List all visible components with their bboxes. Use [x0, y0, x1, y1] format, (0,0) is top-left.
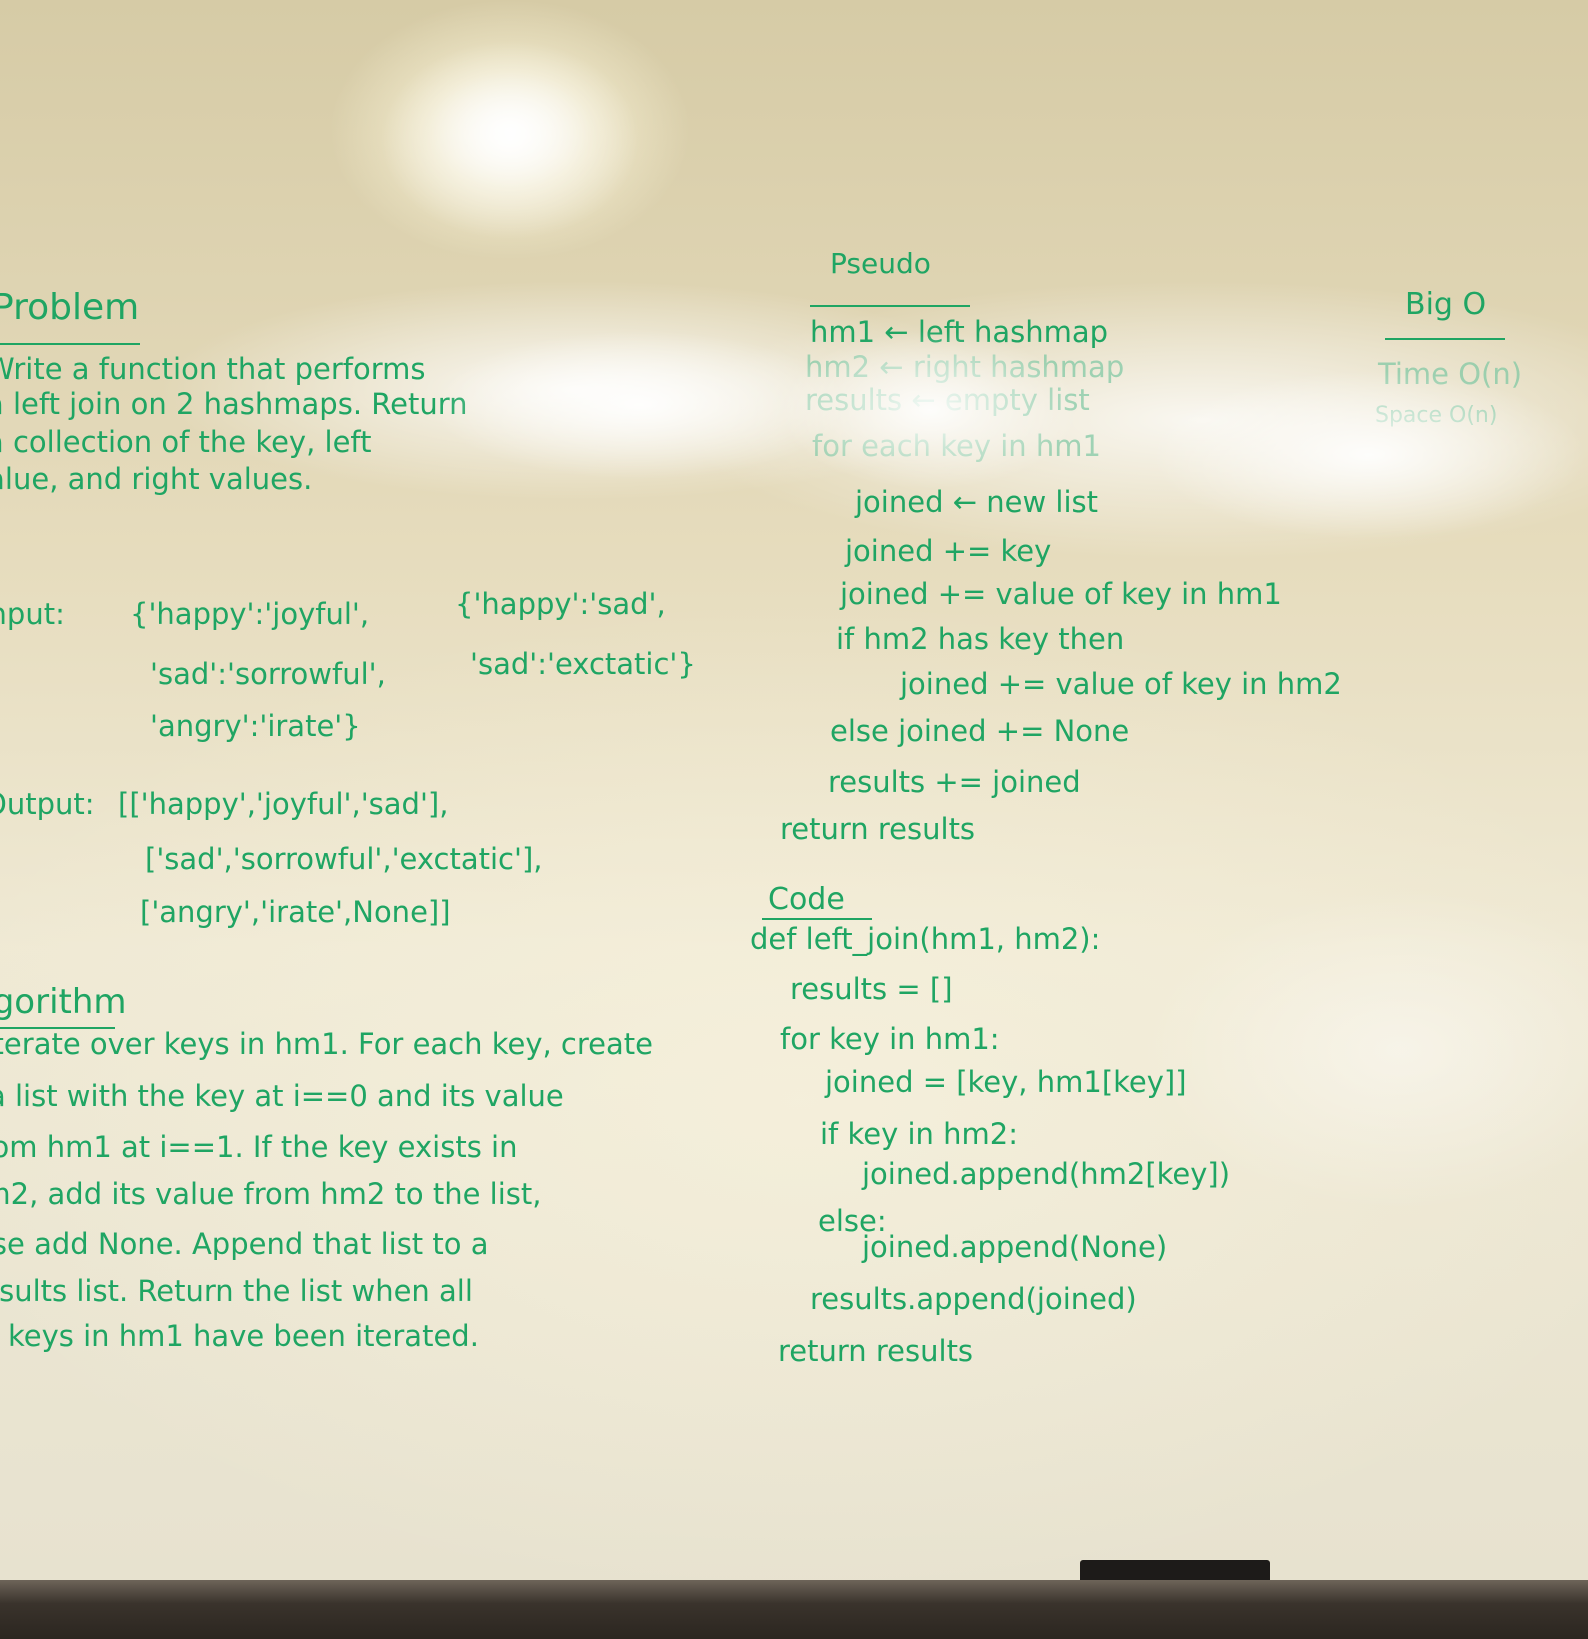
problem-line-1: Write a function that performs	[0, 352, 426, 386]
pseudo-line-12: return results	[780, 812, 976, 846]
bigo-time: Time O(n)	[1378, 357, 1523, 391]
code-line-2: results = []	[790, 972, 953, 1006]
code-line-9: results.append(joined)	[810, 1282, 1137, 1316]
code-line-8: joined.append(None)	[862, 1230, 1168, 1264]
pseudo-line-2: hm2 ← right hashmap	[805, 350, 1125, 384]
algorithm-heading: Algorithm	[0, 982, 127, 1022]
problem-underline	[0, 343, 140, 345]
bigo-heading: Big O	[1405, 287, 1487, 322]
pseudo-line-7: joined += value of key in hm1	[840, 577, 1282, 611]
output-label: Output:	[0, 787, 95, 821]
pseudo-underline	[810, 305, 970, 307]
problem-line-3: a collection of the key, left	[0, 425, 372, 459]
marker-tray	[0, 1580, 1588, 1639]
algorithm-line-4: hm2, add its value from hm2 to the list,	[0, 1177, 542, 1211]
problem-line-2: a left join on 2 hashmaps. Return	[0, 387, 468, 421]
input-map2-line-1: {'happy':'sad',	[455, 587, 666, 621]
input-map2-line-2: 'sad':'exctatic'}	[470, 647, 696, 681]
whiteboard	[0, 0, 1588, 1580]
algorithm-line-5: else add None. Append that list to a	[0, 1227, 489, 1261]
code-line-6: joined.append(hm2[key])	[862, 1157, 1231, 1191]
input-label: Input:	[0, 597, 65, 631]
pseudo-line-3: results ← empty list	[805, 383, 1090, 417]
code-line-5: if key in hm2:	[820, 1117, 1018, 1151]
algorithm-line-6: results list. Return the list when all	[0, 1274, 473, 1308]
pseudo-heading: Pseudo	[830, 247, 931, 280]
bigo-space: Space O(n)	[1375, 403, 1498, 428]
pseudo-line-1: hm1 ← left hashmap	[810, 315, 1109, 349]
problem-heading: Problem	[0, 287, 140, 328]
output-line-3: ['angry','irate',None]]	[140, 895, 451, 929]
input-map1-line-2: 'sad':'sorrowful',	[150, 657, 386, 691]
algorithm-line-2: a list with the key at i==0 and its valu…	[0, 1079, 564, 1113]
code-line-3: for key in hm1:	[780, 1022, 1000, 1056]
input-map1-line-3: 'angry':'irate'}	[150, 709, 361, 743]
output-line-2: ['sad','sorrowful','exctatic'],	[145, 842, 543, 876]
algorithm-line-3: from hm1 at i==1. If the key exists in	[0, 1130, 518, 1164]
input-map1-line-1: {'happy':'joyful',	[130, 597, 370, 631]
code-line-1: def left_join(hm1, hm2):	[750, 922, 1101, 956]
code-line-4: joined = [key, hm1[key]]	[825, 1065, 1187, 1099]
code-underline	[762, 918, 872, 920]
pseudo-line-4: for each key in hm1	[812, 429, 1101, 463]
algorithm-underline	[0, 1027, 115, 1029]
code-line-10: return results	[778, 1334, 974, 1368]
algorithm-line-7: keys in hm1 have been iterated.	[8, 1319, 479, 1353]
pseudo-line-11: results += joined	[828, 765, 1081, 799]
code-line-7: else:	[818, 1204, 887, 1238]
problem-line-4: value, and right values.	[0, 462, 313, 496]
pseudo-line-10: else joined += None	[830, 714, 1130, 748]
algorithm-line-1: Iterate over keys in hm1. For each key, …	[0, 1027, 653, 1061]
code-heading: Code	[768, 882, 845, 917]
output-line-1: [['happy','joyful','sad'],	[118, 787, 449, 821]
pseudo-line-8: if hm2 has key then	[836, 622, 1125, 656]
pseudo-line-6: joined += key	[845, 534, 1052, 568]
pseudo-line-9: joined += value of key in hm2	[900, 667, 1342, 701]
pseudo-line-5: joined ← new list	[855, 485, 1098, 519]
bigo-underline	[1385, 338, 1505, 340]
